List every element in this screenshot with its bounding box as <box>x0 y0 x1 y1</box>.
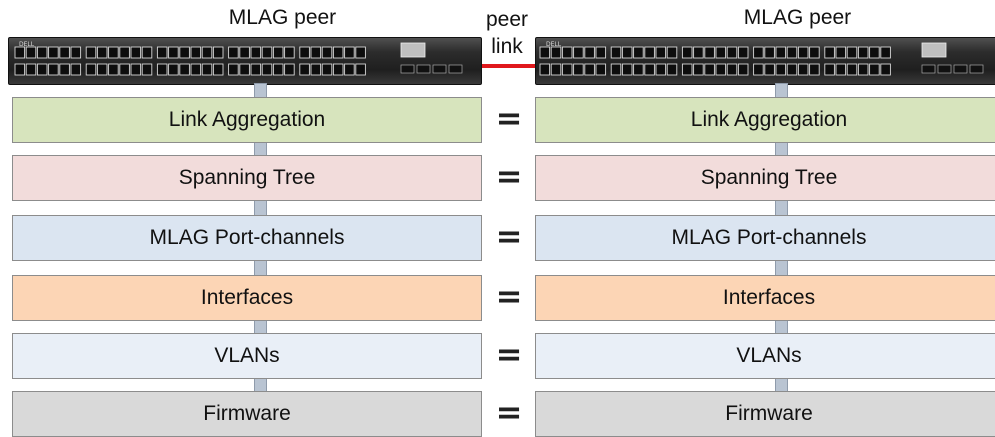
left-switch-graphic: DELL <box>14 41 463 76</box>
right-switch-logo: DELL <box>546 41 562 48</box>
peer-link-line2: link <box>491 35 523 58</box>
equal-sign: = <box>495 99 523 137</box>
right-switch-ports <box>539 42 984 76</box>
left-row-label: Firmware <box>203 402 291 425</box>
right-row-4: VLANs <box>535 333 995 379</box>
equal-sign: = <box>495 217 523 255</box>
peer-link-label: peer link <box>478 6 536 60</box>
equal-sign: = <box>495 277 523 315</box>
right-row-label: Spanning Tree <box>700 166 838 189</box>
left-row-3: Interfaces <box>12 275 482 321</box>
left-row-1: Spanning Tree <box>12 155 482 201</box>
left-row-label: VLANs <box>214 344 280 367</box>
right-row-5: Firmware <box>535 391 995 437</box>
left-row-2: MLAG Port-channels <box>12 215 482 261</box>
left-row-5: Firmware <box>12 391 482 437</box>
left-switch-logo: DELL <box>19 41 35 48</box>
right-row-0: Link Aggregation <box>535 97 995 143</box>
right-switch: DELL <box>535 37 995 85</box>
right-row-2: MLAG Port-channels <box>535 215 995 261</box>
left-row-label: MLAG Port-channels <box>149 226 345 249</box>
right-peer-title: MLAG peer <box>743 6 852 29</box>
equal-sign: = <box>495 335 523 373</box>
left-switch: DELL <box>8 37 482 85</box>
left-row-4: VLANs <box>12 333 482 379</box>
left-row-label: Link Aggregation <box>168 108 326 131</box>
right-row-1: Spanning Tree <box>535 155 995 201</box>
equal-sign: = <box>495 157 523 195</box>
peer-link-line <box>478 64 536 68</box>
right-row-label: Firmware <box>725 402 813 425</box>
left-switch-ports <box>14 42 463 76</box>
left-peer-title: MLAG peer <box>228 6 337 29</box>
peer-link-line1: peer <box>485 8 529 31</box>
left-row-0: Link Aggregation <box>12 97 482 143</box>
right-switch-graphic: DELL <box>539 41 984 76</box>
right-row-label: Interfaces <box>722 286 816 309</box>
right-row-label: MLAG Port-channels <box>671 226 867 249</box>
right-row-3: Interfaces <box>535 275 995 321</box>
right-row-label: Link Aggregation <box>690 108 848 131</box>
left-row-label: Spanning Tree <box>178 166 316 189</box>
left-row-label: Interfaces <box>200 286 294 309</box>
right-row-label: VLANs <box>736 344 802 367</box>
equal-sign: = <box>495 393 523 431</box>
